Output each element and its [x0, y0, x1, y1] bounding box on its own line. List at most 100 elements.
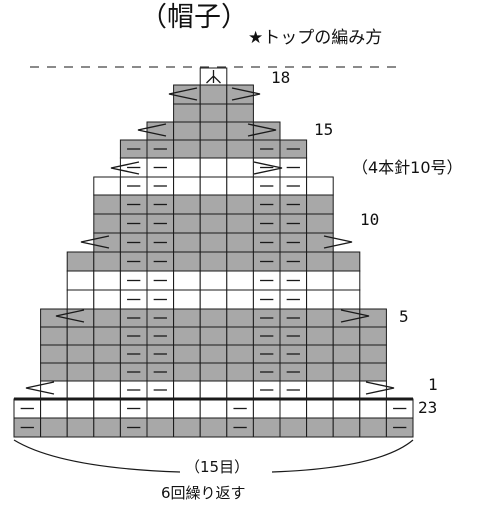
stitch-cell	[279, 417, 308, 438]
stitch-cell	[66, 417, 95, 438]
stitch-cell	[306, 289, 334, 310]
center-double-decrease-icon	[206, 70, 221, 84]
stitch-cell	[93, 417, 121, 438]
right-decrease-icon	[247, 123, 277, 137]
stitch-cell	[332, 289, 361, 310]
stitch-cell	[332, 344, 361, 364]
stitch-cell	[173, 417, 201, 438]
stitch-cell	[199, 417, 228, 438]
row-label-15: 15	[314, 120, 334, 139]
stitch-cell	[332, 251, 361, 272]
stitch-cell	[199, 213, 228, 234]
stitch-cell	[146, 417, 175, 438]
stitch-cell	[332, 362, 361, 382]
stitch-cell	[173, 270, 201, 291]
stitch-cell	[199, 289, 228, 310]
stitch-cell	[40, 362, 68, 382]
stitch-cell	[252, 398, 281, 419]
stitch-cell	[306, 232, 334, 253]
decrease-symbols	[25, 87, 395, 395]
stitch-grid	[13, 67, 414, 438]
stitch-cell	[40, 326, 68, 346]
stitch-cell	[199, 308, 228, 328]
stitch-cell	[252, 417, 281, 438]
stitch-cell	[173, 139, 201, 159]
stitch-cell	[173, 251, 201, 272]
stitch-cell	[226, 213, 254, 234]
stitch-cell	[306, 326, 334, 346]
stitch-cell	[306, 308, 334, 328]
stitch-cell	[199, 84, 228, 105]
stitch-cell	[199, 362, 228, 382]
stitch-cell	[332, 270, 361, 291]
stitch-cell	[66, 251, 95, 272]
right-decrease-icon	[253, 161, 283, 175]
left-decrease-icon	[110, 161, 140, 175]
right-decrease-icon	[340, 309, 370, 323]
stitch-cell	[93, 289, 121, 310]
chart-subtitle: ★トップの編み方	[248, 28, 383, 48]
stitch-cell	[173, 308, 201, 328]
stitch-cell	[93, 251, 121, 272]
stitch-cell	[306, 176, 334, 196]
bracket-right	[271, 439, 414, 473]
stitch-cell	[66, 270, 95, 291]
stitch-cell	[226, 157, 254, 178]
stitch-cell	[226, 380, 254, 400]
stitch-cell	[359, 362, 387, 382]
row-label-5: 5	[399, 307, 409, 326]
stitch-cell	[226, 103, 254, 123]
row-label-23: 23	[418, 398, 438, 417]
stitch-cell	[173, 213, 201, 234]
stitch-cell	[146, 398, 175, 419]
stitch-cell	[173, 194, 201, 215]
page-title: （帽子）	[140, 2, 248, 33]
stitch-cell	[306, 398, 334, 419]
stitch-cell	[359, 326, 387, 346]
stitch-cell	[93, 344, 121, 364]
stitch-cell	[66, 362, 95, 382]
stitch-cell	[332, 380, 361, 400]
stitch-cell	[173, 326, 201, 346]
stitch-cell	[93, 270, 121, 291]
stitch-cell	[306, 194, 334, 215]
stitch-cell	[226, 251, 254, 272]
stitch-cell	[199, 194, 228, 215]
stitch-cell	[199, 270, 228, 291]
right-decrease-icon	[323, 235, 353, 249]
stitch-cell	[226, 362, 254, 382]
right-decrease-icon	[231, 87, 261, 101]
stitch-cell	[199, 121, 228, 141]
stitch-cell	[306, 344, 334, 364]
stitch-cell	[306, 270, 334, 291]
row-label-10: 10	[360, 210, 380, 229]
stitch-cell	[66, 289, 95, 310]
stitch-count-label: （15目）	[185, 458, 250, 476]
stitch-cell	[226, 270, 254, 291]
stitch-cell	[199, 251, 228, 272]
stitch-cell	[306, 417, 334, 438]
stitch-cell	[359, 398, 387, 419]
left-decrease-icon	[55, 309, 85, 323]
left-decrease-icon	[25, 381, 55, 395]
stitch-cell	[93, 326, 121, 346]
stitch-cell	[93, 308, 121, 328]
stitch-cell	[306, 362, 334, 382]
stitch-cell	[226, 84, 254, 105]
stitch-cell	[226, 289, 254, 310]
stitch-cell	[173, 398, 201, 419]
stitch-cell	[173, 157, 201, 178]
stitch-cell	[93, 398, 121, 419]
bracket-left	[13, 439, 181, 473]
stitch-cell	[226, 326, 254, 346]
stitch-cell	[93, 380, 121, 400]
left-decrease-icon	[168, 87, 198, 101]
stitch-cell	[359, 417, 387, 438]
stitch-cell	[199, 232, 228, 253]
stitch-cell	[199, 176, 228, 196]
row-label-18: 18	[271, 68, 291, 87]
stitch-cell	[173, 232, 201, 253]
stitch-cell	[66, 344, 95, 364]
stitch-cell	[173, 176, 201, 196]
